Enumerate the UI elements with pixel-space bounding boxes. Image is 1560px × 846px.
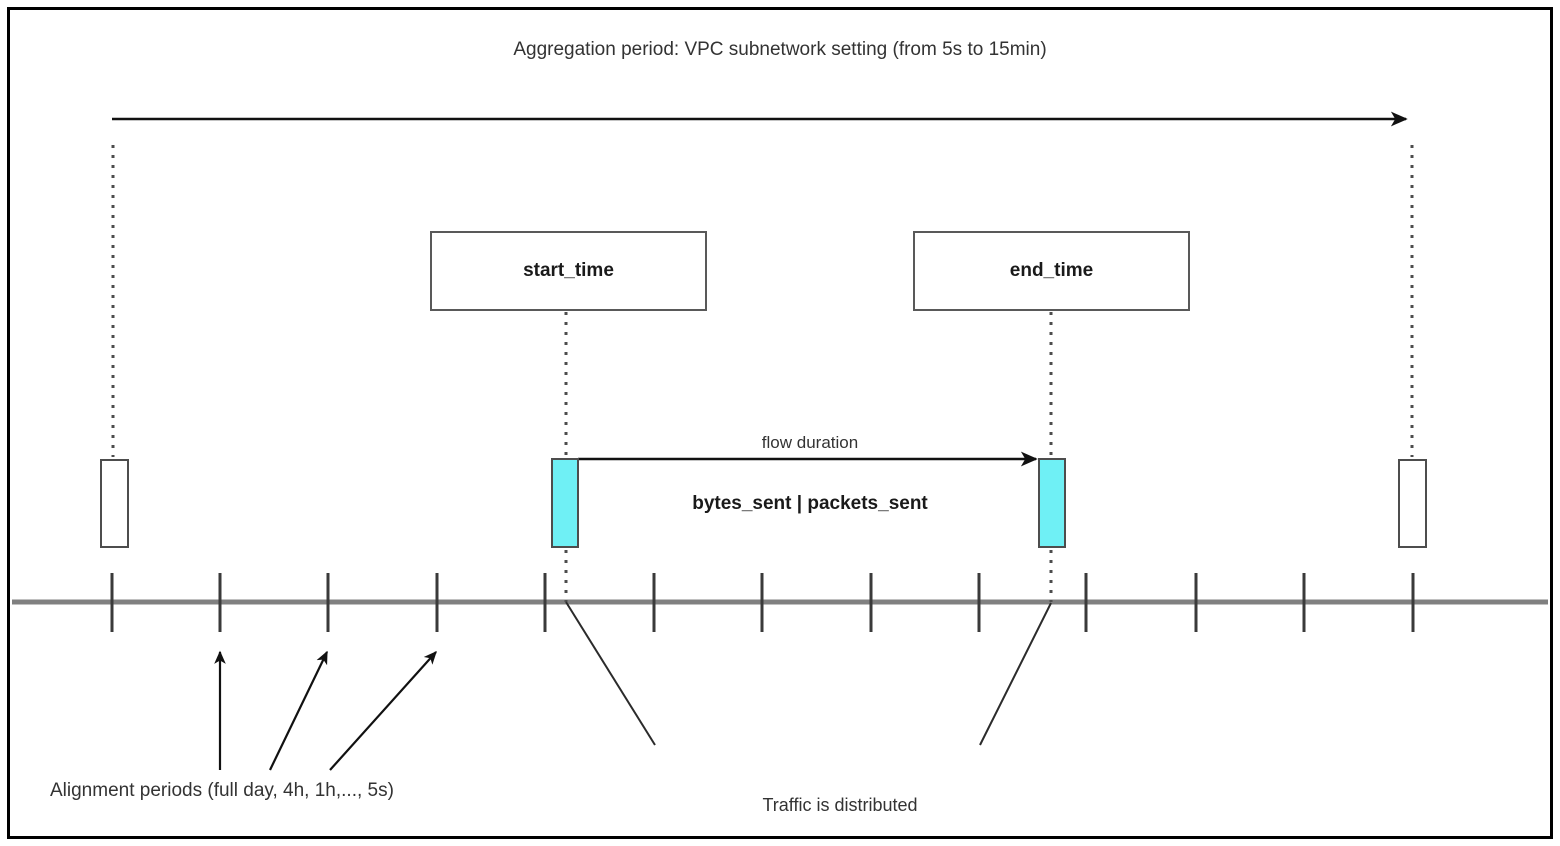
end-time-node[interactable]: end_time: [913, 231, 1190, 311]
aggregation-period-start-marker: [100, 459, 129, 548]
start-time-label: start_time: [523, 260, 614, 281]
traffic-note-leader-right: [979, 602, 1052, 746]
flow-end-marker: [1038, 458, 1066, 548]
aggregation-period-end-marker: [1398, 459, 1427, 548]
start-time-node[interactable]: start_time: [430, 231, 707, 311]
timeline-tick-group: [110, 573, 1415, 632]
traffic-note-line: Traffic is distributed: [762, 795, 918, 815]
diagram-title: Aggregation period: VPC subnetwork setti…: [513, 39, 1047, 60]
traffic-distribution-note: Traffic is distributed proportionally am…: [690, 749, 990, 846]
alignment-periods-label: Alignment periods (full day, 4h, 1h,...,…: [50, 780, 394, 801]
alignment-callout-arrow: [329, 651, 437, 771]
flow-duration-label: flow duration: [761, 433, 859, 452]
flow-start-marker: [551, 458, 579, 548]
dotted-guide-group: [111, 145, 1414, 602]
alignment-callout-arrow: [269, 650, 328, 771]
traffic-note-leader-left: [565, 601, 656, 746]
end-time-label: end_time: [1009, 260, 1094, 281]
alignment-callout-arrow-group: [214, 650, 437, 771]
traffic-note-leader-group: [565, 601, 1052, 746]
bytes-packets-label: bytes_sent | packets_sent: [692, 493, 928, 514]
